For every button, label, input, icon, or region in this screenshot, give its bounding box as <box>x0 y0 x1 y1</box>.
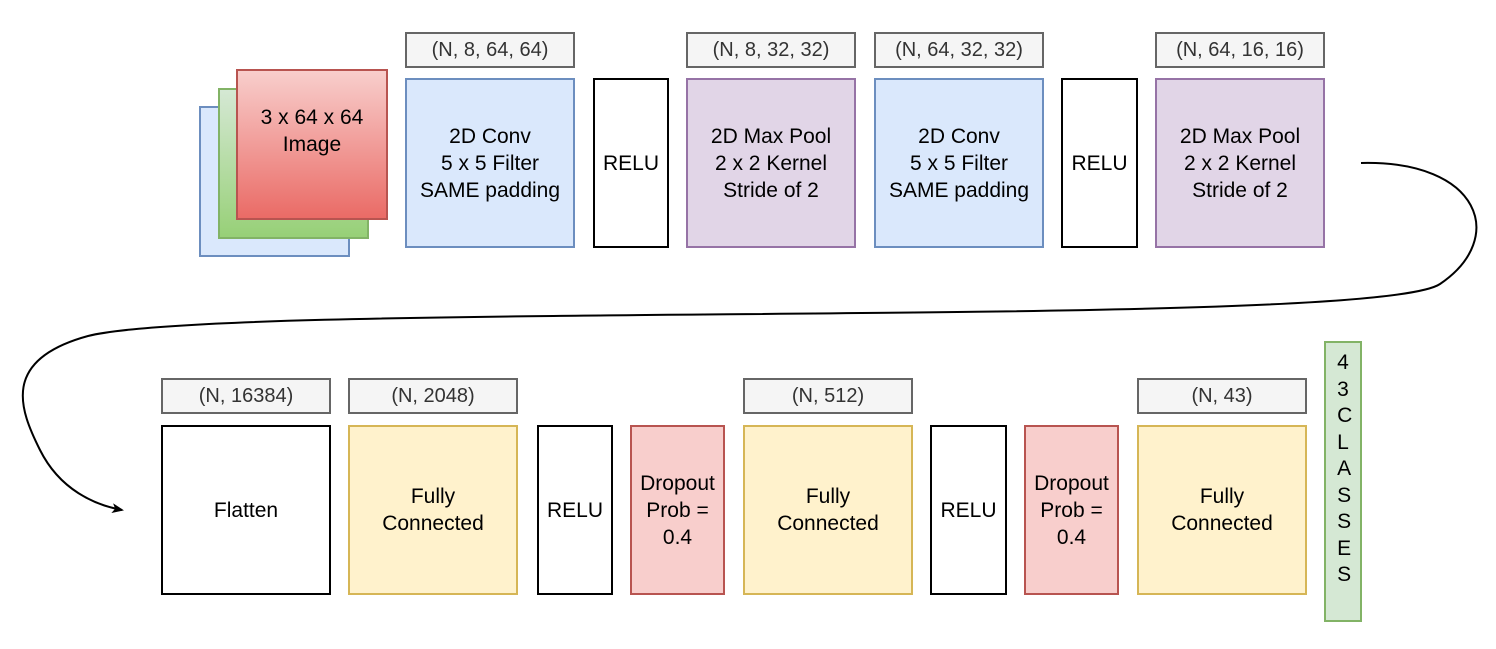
fc1-block: Fully Connected <box>348 425 518 595</box>
conv2-label: 2D Conv 5 x 5 Filter SAME padding <box>888 124 1030 202</box>
output-classes-block: 43 CLASSES <box>1324 341 1362 622</box>
dropout1-block: Dropout Prob = 0.4 <box>630 425 725 595</box>
relu2-label: RELU <box>1071 151 1128 175</box>
relu2-block: RELU <box>1061 78 1138 248</box>
relu4-label: RELU <box>940 498 997 522</box>
shape-tag-pool2: (N, 64, 16, 16) <box>1155 32 1325 68</box>
fc3-block: Fully Connected <box>1137 425 1307 595</box>
dropout2-label: Dropout Prob = 0.4 <box>1034 471 1109 549</box>
conv1-block: 2D Conv 5 x 5 Filter SAME padding <box>405 78 575 248</box>
flatten-block: Flatten <box>161 425 331 595</box>
relu4-block: RELU <box>930 425 1007 595</box>
fc1-label: Fully Connected <box>382 485 484 535</box>
shape-tag-conv2: (N, 64, 32, 32) <box>874 32 1044 68</box>
output-classes-label: 43 CLASSES <box>1337 351 1355 586</box>
dropout2-block: Dropout Prob = 0.4 <box>1024 425 1119 595</box>
relu3-label: RELU <box>546 498 604 522</box>
dropout1-label: Dropout Prob = 0.4 <box>640 471 715 549</box>
fc2-block: Fully Connected <box>743 425 913 595</box>
shape-tag-conv1: (N, 8, 64, 64) <box>405 32 575 68</box>
fc2-label: Fully Connected <box>777 485 879 535</box>
conv2-block: 2D Conv 5 x 5 Filter SAME padding <box>874 78 1044 248</box>
shape-tag-fc1: (N, 2048) <box>348 378 518 414</box>
pool2-block: 2D Max Pool 2 x 2 Kernel Stride of 2 <box>1155 78 1325 248</box>
relu1-label: RELU <box>602 151 660 175</box>
conv1-label: 2D Conv 5 x 5 Filter SAME padding <box>419 124 561 202</box>
shape-tag-pool1: (N, 8, 32, 32) <box>686 32 856 68</box>
relu1-block: RELU <box>593 78 669 248</box>
pool2-label: 2D Max Pool 2 x 2 Kernel Stride of 2 <box>1179 124 1301 202</box>
flatten-label: Flatten <box>213 498 279 522</box>
input-image-label: 3 x 64 x 64 Image <box>260 105 364 156</box>
relu3-block: RELU <box>537 425 613 595</box>
shape-tag-flatten: (N, 16384) <box>161 378 331 414</box>
fc3-label: Fully Connected <box>1171 485 1273 535</box>
pool1-block: 2D Max Pool 2 x 2 Kernel Stride of 2 <box>686 78 856 248</box>
input-image-layer-red <box>236 69 388 220</box>
pool1-label: 2D Max Pool 2 x 2 Kernel Stride of 2 <box>710 124 832 202</box>
shape-tag-fc2: (N, 512) <box>743 378 913 414</box>
shape-tag-fc3: (N, 43) <box>1137 378 1307 414</box>
